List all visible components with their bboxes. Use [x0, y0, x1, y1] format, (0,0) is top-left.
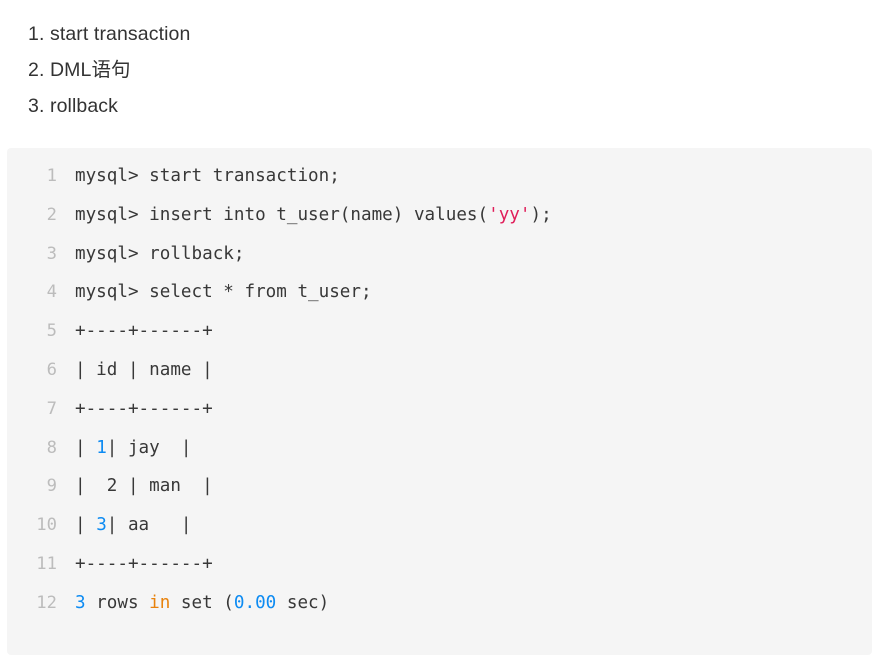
code-line-text[interactable]: +----+------+: [57, 399, 213, 419]
code-line-text[interactable]: mysql> insert into t_user(name) values('…: [57, 205, 552, 225]
line-number: 8: [46, 437, 57, 458]
code-token-kw: in: [149, 592, 171, 613]
code-line: 9 | 2 | man |: [7, 476, 872, 515]
code-line-text[interactable]: | id | name |: [57, 360, 213, 380]
code-line: 4 mysql> select * from t_user;: [7, 282, 872, 321]
transaction-steps-list: 1. start transaction 2. DML语句 3. rollback: [28, 16, 190, 124]
code-line-text[interactable]: 3 rows in set (0.00 sec): [57, 593, 329, 613]
code-token-num: 0.00: [233, 592, 277, 613]
code-token-plain: +----+------+: [75, 321, 213, 342]
code-token-plain: |: [75, 437, 97, 458]
code-token-num: 1: [96, 437, 107, 458]
code-token-plain: +----+------+: [75, 553, 213, 574]
line-number: 11: [36, 553, 57, 574]
code-token-plain: mysql> start transaction;: [75, 166, 340, 186]
line-number: 1: [46, 166, 57, 186]
transaction-step-3: 3. rollback: [28, 95, 118, 117]
code-token-plain: | aa |: [106, 515, 192, 536]
code-line: 8| 1| jay |: [7, 438, 872, 477]
code-token-plain: mysql> rollback;: [75, 243, 245, 264]
code-token-plain: +----+------+: [75, 398, 213, 419]
code-line-text[interactable]: | 3| aa |: [57, 515, 192, 535]
code-line: 10| 3| aa |: [7, 515, 872, 554]
code-line-text[interactable]: mysql> rollback;: [57, 244, 244, 264]
transaction-step-1: 1. start transaction: [28, 23, 191, 45]
code-line-text[interactable]: mysql> select * from t_user;: [57, 282, 372, 302]
code-line: 1 mysql> start transaction;: [7, 166, 872, 205]
code-token-plain: |: [75, 515, 97, 536]
line-number: 12: [36, 592, 57, 613]
line-number: 5: [46, 321, 57, 342]
code-line-text[interactable]: | 1| jay |: [57, 438, 192, 458]
code-line-text[interactable]: mysql> start transaction;: [57, 166, 340, 186]
code-line: 5 +----+------+: [7, 321, 872, 360]
code-token-plain: );: [530, 204, 552, 225]
line-number: 7: [46, 398, 57, 419]
code-token-num: 3: [96, 515, 107, 536]
code-token-plain: | id | name |: [75, 359, 213, 380]
line-number: 4: [46, 282, 57, 303]
code-token-plain: sec): [276, 592, 330, 613]
code-token-num: 3: [75, 592, 86, 613]
code-line-text[interactable]: | 2 | man |: [57, 476, 213, 496]
code-line-text[interactable]: +----+------+: [57, 554, 213, 574]
code-token-plain: | jay |: [106, 437, 192, 458]
code-line: 7 +----+------+: [7, 399, 872, 438]
code-token-plain: mysql> select * from t_user;: [75, 282, 372, 303]
code-line: 3 mysql> rollback;: [7, 244, 872, 283]
line-number: 3: [46, 243, 57, 264]
code-line: 11 +----+------+: [7, 554, 872, 593]
code-token-str: 'yy': [488, 204, 531, 225]
code-token-plain: rows: [85, 592, 150, 613]
transaction-step-2: 2. DML语句: [28, 59, 131, 81]
code-line-text[interactable]: +----+------+: [57, 321, 213, 341]
code-token-plain: set (: [170, 592, 234, 613]
code-token-plain: mysql> insert into t_user(name) values(: [75, 204, 489, 225]
code-line: 6 | id | name |: [7, 360, 872, 399]
line-number: 2: [46, 204, 57, 225]
line-number: 9: [46, 476, 57, 497]
line-number: 10: [36, 515, 57, 536]
line-number: 6: [46, 359, 57, 380]
code-token-plain: | 2 | man |: [75, 476, 213, 497]
